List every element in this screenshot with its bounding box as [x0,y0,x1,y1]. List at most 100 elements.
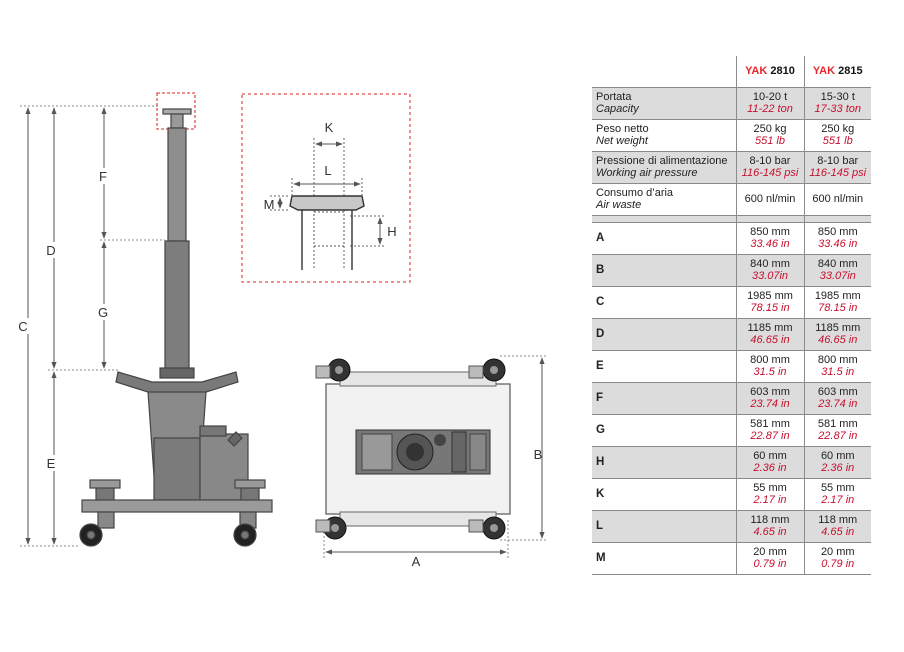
dim-value-mm: 840 mm [817,258,858,270]
param-value-imperial: 17-33 ton [814,102,861,115]
dim-value-in: 33.07in [819,269,856,282]
model-number: 2815 [838,64,863,77]
param-value: 10-20 t [752,91,788,103]
saddle-detail [241,93,411,283]
param-value: 8-10 bar [749,155,791,167]
dim-value-in: 31.5 in [753,365,787,378]
dim-value-in: 22.87 in [818,429,858,442]
dim-value-in: 33.46 in [818,237,858,250]
dim-value-mm: 800 mm [817,354,858,366]
brand-name: YAK [812,64,836,77]
dim-value-mm: 850 mm [750,226,790,238]
dim-value-in: 0.79 in [753,557,787,570]
dim-value-mm: 20 mm [820,546,855,558]
dim-value-in: 2.36 in [821,461,855,474]
dim-value-mm: 20 mm [753,546,787,558]
dim-letter: F [592,382,736,415]
dim-value-in: 2.17 in [753,493,787,506]
param-label-en: Working air pressure [596,166,698,179]
param-value-imperial: 116-145 psi [741,166,799,179]
dim-value-mm: 60 mm [753,450,787,462]
dim-letter: K [592,478,736,511]
model-header-2: YAK 2815 [803,56,871,88]
param-value-imperial: 116-145 psi [809,166,867,179]
param-label-en: Net weight [596,134,648,147]
param-value: 8-10 bar [817,155,859,167]
dim-label-h: H [387,224,396,239]
param-value-imperial: 11-22 ton [747,102,793,115]
dim-value-in: 4.65 in [753,525,787,538]
dim-value-in: 46.65 in [750,333,790,346]
dim-label-l: L [324,163,331,178]
dim-value-in: 23.74 in [818,397,858,410]
dim-value-in: 23.74 in [750,397,790,410]
dim-value-mm: 603 mm [750,386,790,398]
dim-value-mm: 60 mm [820,450,855,462]
dim-label-g: G [98,305,108,320]
dim-value-in: 31.5 in [821,365,855,378]
dim-value-in: 2.17 in [821,493,855,506]
dim-value-mm: 850 mm [817,226,858,238]
dim-letter: D [592,318,736,351]
dim-value-mm: 118 mm [818,514,858,526]
technical-drawing: C D E F G [18,92,548,569]
dim-value-mm: 800 mm [750,354,790,366]
dim-value-in: 78.15 in [818,301,858,314]
dim-letter: L [592,510,736,543]
table-separator [592,215,871,223]
dim-value-mm: 118 mm [750,514,790,526]
top-view [315,355,548,560]
dim-value-in: 46.65 in [818,333,858,346]
param-value: 250 kg [821,123,855,135]
dim-label-c: C [18,319,27,334]
dim-label-k: K [325,120,334,135]
dim-value-in: 22.87 in [750,429,790,442]
param-label-it: Portata [596,91,632,103]
model-number: 2810 [770,64,795,77]
model-header-1: YAK 2810 [735,56,804,88]
brand-name: YAK [745,64,768,77]
dim-value-mm: 581 mm [817,418,858,430]
dim-value-in: 0.79 in [821,557,855,570]
dim-value-mm: 1985 mm [747,290,793,302]
dim-value-mm: 840 mm [750,258,790,270]
dim-letter: B [592,254,736,287]
dim-value-mm: 1185 mm [815,322,861,334]
param-label-en: Capacity [596,102,639,115]
dim-letter: E [592,350,736,383]
param-value: 600 nl/min [812,192,864,205]
dim-label-e: E [47,456,56,471]
dim-value-in: 4.65 in [821,525,855,538]
param-label-it: Consumo d’aria [596,187,674,199]
dim-letter: M [592,542,736,575]
dim-letter: G [592,414,736,447]
dim-value-mm: 1185 mm [747,322,793,334]
dim-letter: A [592,222,736,255]
dim-value-in: 78.15 in [750,301,790,314]
param-value: 600 nl/min [744,192,796,205]
dim-label-d: D [46,243,55,258]
dim-value-mm: 55 mm [753,482,787,494]
dim-value-mm: 581 mm [750,418,790,430]
param-value-imperial: 551 lb [755,134,785,147]
param-label-it: Pressione di alimentazione [596,155,728,167]
dim-value-in: 33.07in [751,269,789,282]
param-value-imperial: 551 lb [822,134,853,147]
dim-label-b: B [534,447,543,462]
spec-header-row: YAK 2810 YAK 2815 [592,56,871,88]
